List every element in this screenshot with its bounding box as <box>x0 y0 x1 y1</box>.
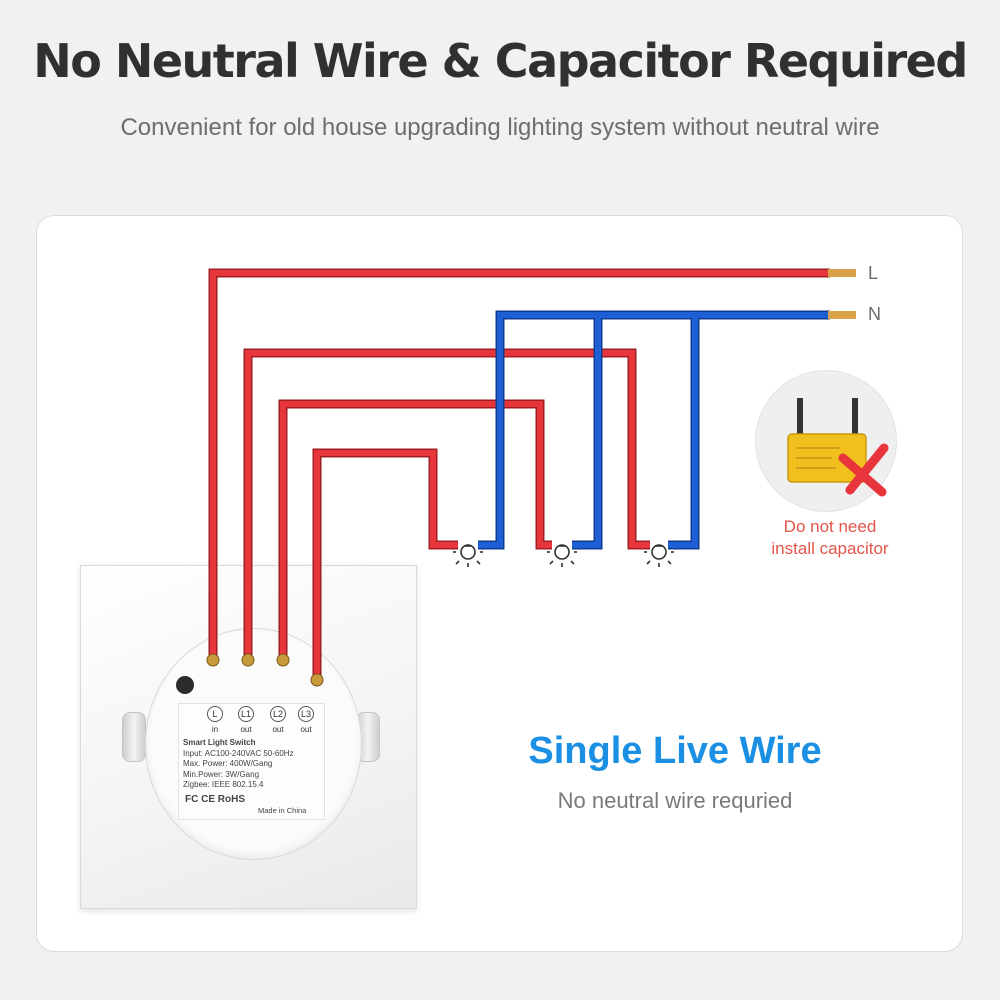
spec-line: Min.Power: 3W/Gang <box>183 769 260 779</box>
pin-l-sub: in <box>211 725 219 734</box>
pin-l3: L3 <box>298 706 314 722</box>
spec-line: Max. Power: 400W/Gang <box>183 759 273 768</box>
certification-marks: FC CE RoHS <box>185 794 245 805</box>
neutral-wires-fill <box>478 312 830 548</box>
pin-l1: L1 <box>238 706 254 722</box>
neutral-terminal-tip <box>828 311 856 319</box>
page-title: No Neutral Wire & Capacitor Required <box>33 34 968 88</box>
bulb-icon <box>547 544 577 567</box>
spec-line: Input: AC100-240VAC 50-60Hz <box>183 748 294 758</box>
spec-text: Smart Light Switch Input: AC100-240VAC 5… <box>183 738 323 791</box>
made-in-label: Made in China <box>258 806 307 815</box>
label-sticker <box>178 703 325 820</box>
live-wires-fill <box>210 270 830 680</box>
capacitor-note: Do not need install capacitor <box>740 516 920 560</box>
bulb-icon <box>453 544 483 567</box>
pin-l1-sub: out <box>240 725 252 734</box>
bulb-icon <box>644 544 674 567</box>
pin-l3-sub: out <box>300 725 312 734</box>
switch-terminals <box>206 653 324 687</box>
screw-hole <box>176 676 194 694</box>
pin-l: L <box>207 706 223 722</box>
feature-subtitle: No neutral wire requried <box>557 788 793 813</box>
capacitor-note-line2: install capacitor <box>771 539 889 558</box>
live-wires <box>208 268 830 680</box>
live-terminal-tip <box>828 269 856 277</box>
live-terminal-label: L <box>868 263 879 283</box>
feature-title: Single Live Wire <box>528 730 822 772</box>
neutral-terminal-label: N <box>868 304 881 324</box>
capacitor-icon <box>787 398 867 483</box>
spec-line: Zigbee: IEEE 802.15.4 <box>183 780 264 789</box>
page-subtitle: Convenient for old house upgrading light… <box>120 114 880 141</box>
cross-icon <box>838 443 889 497</box>
pin-l2: L2 <box>270 706 286 722</box>
capacitor-note-line1: Do not need <box>783 517 877 536</box>
spec-line: Smart Light Switch <box>183 738 256 747</box>
pin-l2-sub: out <box>272 725 284 734</box>
